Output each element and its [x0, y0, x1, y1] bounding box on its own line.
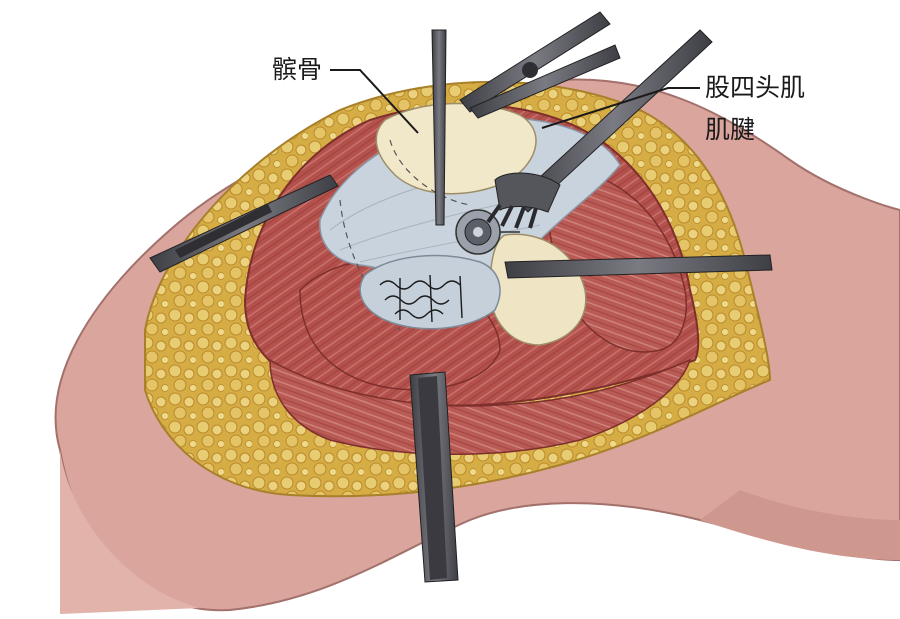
- patella-leader-line: [330, 69, 419, 134]
- suture-stitches: [379, 274, 463, 323]
- retractor-fork-icon: [486, 29, 713, 229]
- label-patella: 髌骨: [272, 55, 323, 84]
- forceps-icon: [149, 11, 621, 273]
- retractor-strap-icon: [409, 371, 459, 583]
- quadriceps-leader-line: [541, 87, 700, 129]
- retractor-bar-icon: [504, 254, 773, 279]
- label-quadriceps-line1: 股四头肌: [705, 73, 806, 102]
- vertical-probe-icon: [431, 29, 447, 226]
- label-quadriceps-line2: 肌腱: [705, 115, 756, 144]
